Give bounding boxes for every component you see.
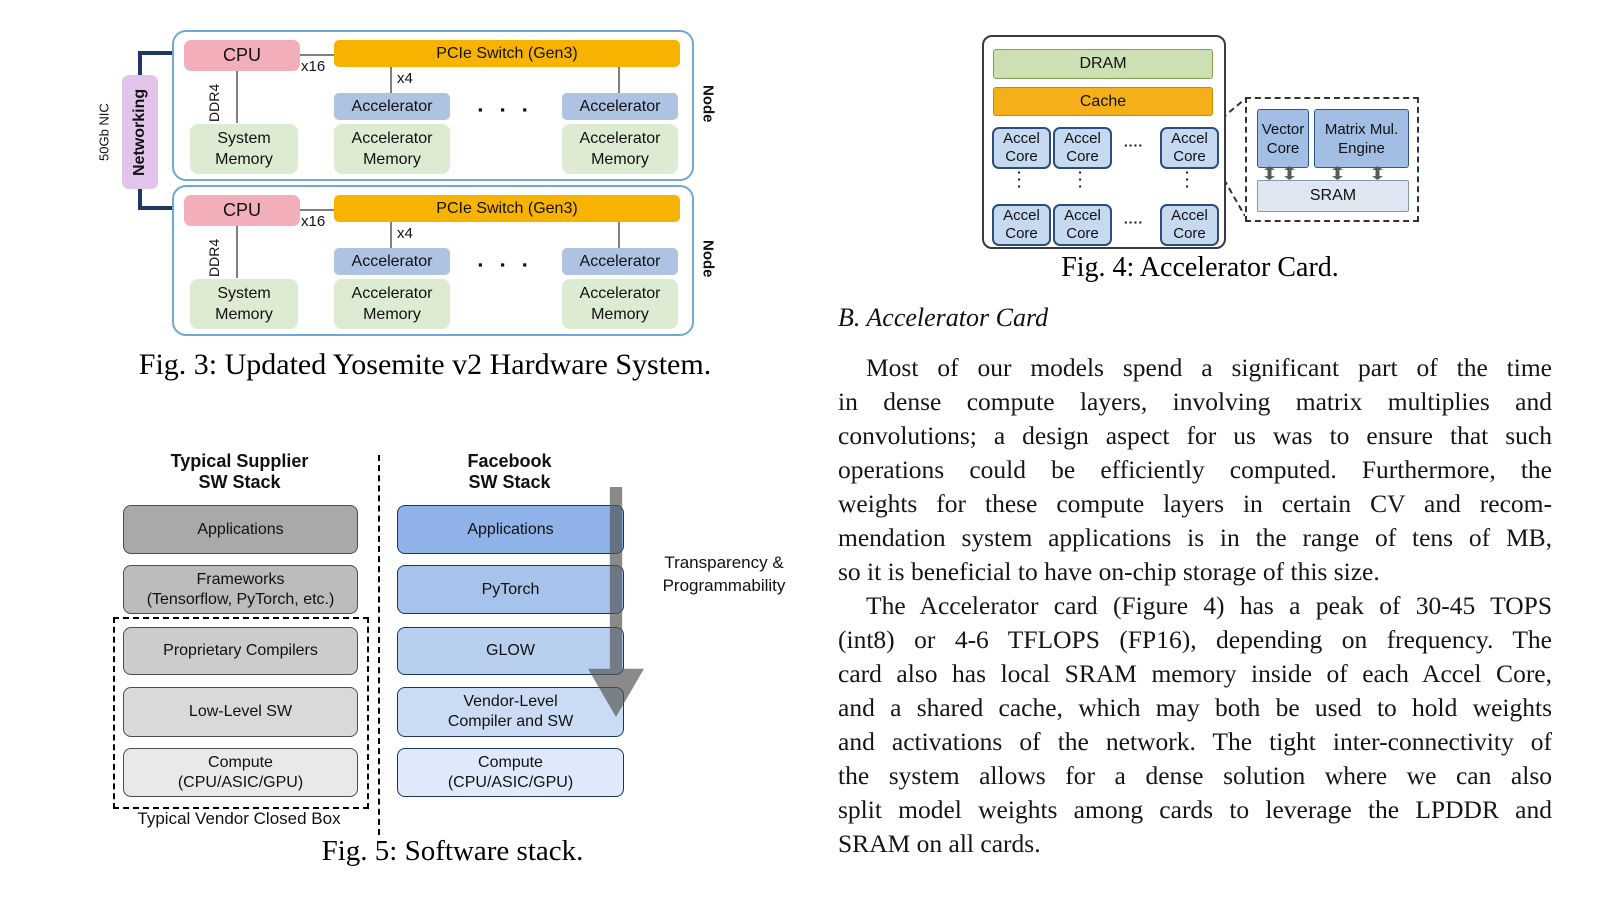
accel-core-box: Accel Core xyxy=(1160,127,1219,169)
hdots-icon: ▪▪▪▪ xyxy=(1124,218,1144,227)
accelerator-box: Accelerator xyxy=(334,93,450,120)
x16-label: x16 xyxy=(301,213,326,230)
paragraph-2: The Accelerator card (Figure 4) has a pe… xyxy=(838,589,1552,861)
vector-core-box: Vector Core xyxy=(1257,109,1309,168)
text-line: The Accelerator card (Figure 4) has a pe… xyxy=(866,591,1552,620)
pcie-switch-box: PCIe Switch (Gen3) xyxy=(334,40,680,67)
bidir-arrow-icon xyxy=(1332,166,1343,180)
stack-box-vendor-compiler: Vendor-Level Compiler and SW xyxy=(397,687,624,737)
text-line: so it is beneficial to have on-chip stor… xyxy=(838,557,1380,586)
accel-core-box: Accel Core xyxy=(1160,204,1219,246)
text-line: (int8) or 4-6 TFLOPS (FP16), depending o… xyxy=(838,625,1552,654)
stack-box-low-level-sw: Low-Level SW xyxy=(123,687,358,737)
hdots-icon: ▪▪▪▪ xyxy=(1124,141,1144,150)
matrix-mul-engine-box: Matrix Mul. Engine xyxy=(1314,109,1409,168)
text-line: mendation system applications is in the … xyxy=(838,523,1552,552)
ddr4-label: DDR4 xyxy=(206,238,222,277)
cpu-pcie-link xyxy=(300,54,334,56)
vdots-icon: ▪ ▪ ▪ xyxy=(1078,168,1082,191)
accel-core-box: Accel Core xyxy=(1053,204,1112,246)
pcie-accel-link-left xyxy=(390,67,392,93)
vdots-icon: ▪ ▪ ▪ xyxy=(1185,168,1189,191)
section-heading: B. Accelerator Card xyxy=(838,303,1049,332)
cpu-pcie-link xyxy=(300,209,334,211)
paragraph-1: Most of our models spend a significant p… xyxy=(838,351,1552,589)
bidir-arrow-icon xyxy=(1284,166,1295,180)
accelerator-card-outline: DRAM Cache Accel Core Accel Core ▪▪▪▪ Ac… xyxy=(982,35,1226,249)
facebook-stack-header: Facebook SW Stack xyxy=(467,451,552,492)
stack-box-frameworks: Frameworks (Tensorflow, PyTorch, etc.) xyxy=(123,565,358,614)
stack-box-applications: Applications xyxy=(123,505,358,554)
text-line: in dense compute layers, involving matri… xyxy=(838,387,1552,416)
sram-box: SRAM xyxy=(1257,180,1409,212)
node-2-box: CPU PCIe Switch (Gen3) x16 DDR4 x4 Accel… xyxy=(172,185,694,336)
bidir-arrow-icon xyxy=(1372,166,1383,180)
column-divider xyxy=(378,455,380,835)
ddr4-link xyxy=(236,226,238,278)
ddr4-link xyxy=(236,71,238,123)
dram-box: DRAM xyxy=(993,49,1213,79)
accelerator-memory-box: Accelerator Memory xyxy=(562,279,678,329)
vendor-closed-box-label: Typical Vendor Closed Box xyxy=(137,809,341,828)
text-line: and a shared cache, which may both be us… xyxy=(838,693,1552,722)
node-1-box: CPU PCIe Switch (Gen3) x16 DDR4 x4 Accel… xyxy=(172,30,694,181)
pcie-accel-link-right xyxy=(618,222,620,248)
accel-core-detail-box: Vector Core Matrix Mul. Engine SRAM xyxy=(1245,97,1419,222)
figure-4-accelerator-card: DRAM Cache Accel Core Accel Core ▪▪▪▪ Ac… xyxy=(950,20,1450,290)
stack-box-pytorch: PyTorch xyxy=(397,565,624,614)
accelerator-box: Accelerator xyxy=(334,248,450,275)
system-memory-box: System Memory xyxy=(190,124,298,174)
text-line: SRAM on all cards. xyxy=(838,829,1041,858)
figure-3-caption: Fig. 3: Updated Yosemite v2 Hardware Sys… xyxy=(138,348,712,381)
ddr4-label: DDR4 xyxy=(206,83,222,122)
text-line: the system allows for a dense solution w… xyxy=(838,761,1552,790)
accelerator-memory-box: Accelerator Memory xyxy=(334,279,450,329)
accelerator-memory-box: Accelerator Memory xyxy=(562,124,678,174)
accelerator-box: Accelerator xyxy=(562,248,678,275)
text-line: convolutions; a design aspect for us was… xyxy=(838,421,1552,450)
accel-core-box: Accel Core xyxy=(1053,127,1112,169)
accelerator-box: Accelerator xyxy=(562,93,678,120)
stack-box-glow: GLOW xyxy=(397,627,624,675)
vdots-icon: ▪ ▪ ▪ xyxy=(1017,168,1021,191)
vendor-closed-box-outline xyxy=(113,617,369,809)
pcie-switch-box: PCIe Switch (Gen3) xyxy=(334,195,680,222)
cpu-box: CPU xyxy=(184,40,300,71)
article-column: B. Accelerator Card Most of our models s… xyxy=(838,302,1552,861)
figure-5-software-stack: Typical Supplier SW Stack Facebook SW St… xyxy=(105,445,800,877)
nic-speed-label: 50Gb NIC xyxy=(96,103,112,161)
stack-box-applications: Applications xyxy=(397,505,624,554)
node-label: Node xyxy=(699,239,717,278)
text-line: weights for these compute layers in cert… xyxy=(838,489,1552,518)
x4-label: x4 xyxy=(397,225,413,242)
text-line: split model weights among cards to lever… xyxy=(838,795,1552,824)
ellipsis-dots-icon: ▪ ▪ ▪ xyxy=(477,257,535,272)
node-label: Node xyxy=(699,84,717,123)
stack-box-proprietary-compilers: Proprietary Compilers xyxy=(123,627,358,675)
ellipsis-dots-icon: ▪ ▪ ▪ xyxy=(477,102,535,117)
pcie-accel-link-left xyxy=(390,222,392,248)
accel-core-box: Accel Core xyxy=(992,127,1051,169)
accelerator-memory-box: Accelerator Memory xyxy=(334,124,450,174)
cache-box: Cache xyxy=(993,87,1213,116)
system-memory-box: System Memory xyxy=(190,279,298,329)
stack-box-compute: Compute (CPU/ASIC/GPU) xyxy=(397,748,624,797)
accel-core-box: Accel Core xyxy=(992,204,1051,246)
figure-3-yosemite-hardware: 50Gb NIC Networking CPU PCIe Switch (Gen… xyxy=(97,18,750,381)
text-line: and activations of the network. The tigh… xyxy=(838,727,1552,756)
transparency-annotation: Transparency & Programmability xyxy=(662,553,786,595)
networking-box: Networking xyxy=(122,75,158,189)
figure-4-caption: Fig. 4: Accelerator Card. xyxy=(1061,252,1339,283)
x4-label: x4 xyxy=(397,70,413,87)
stack-box-compute: Compute (CPU/ASIC/GPU) xyxy=(123,748,358,797)
x16-label: x16 xyxy=(301,58,326,75)
text-line: Most of our models spend a significant p… xyxy=(866,353,1552,382)
text-line: operations could be efficiently computed… xyxy=(838,455,1552,484)
text-line: card also has local SRAM memory inside o… xyxy=(838,659,1552,688)
cpu-box: CPU xyxy=(184,195,300,226)
bidir-arrow-icon xyxy=(1264,166,1275,180)
figure-5-caption: Fig. 5: Software stack. xyxy=(321,835,584,867)
supplier-stack-header: Typical Supplier SW Stack xyxy=(170,451,309,492)
pcie-accel-link-right xyxy=(618,67,620,93)
